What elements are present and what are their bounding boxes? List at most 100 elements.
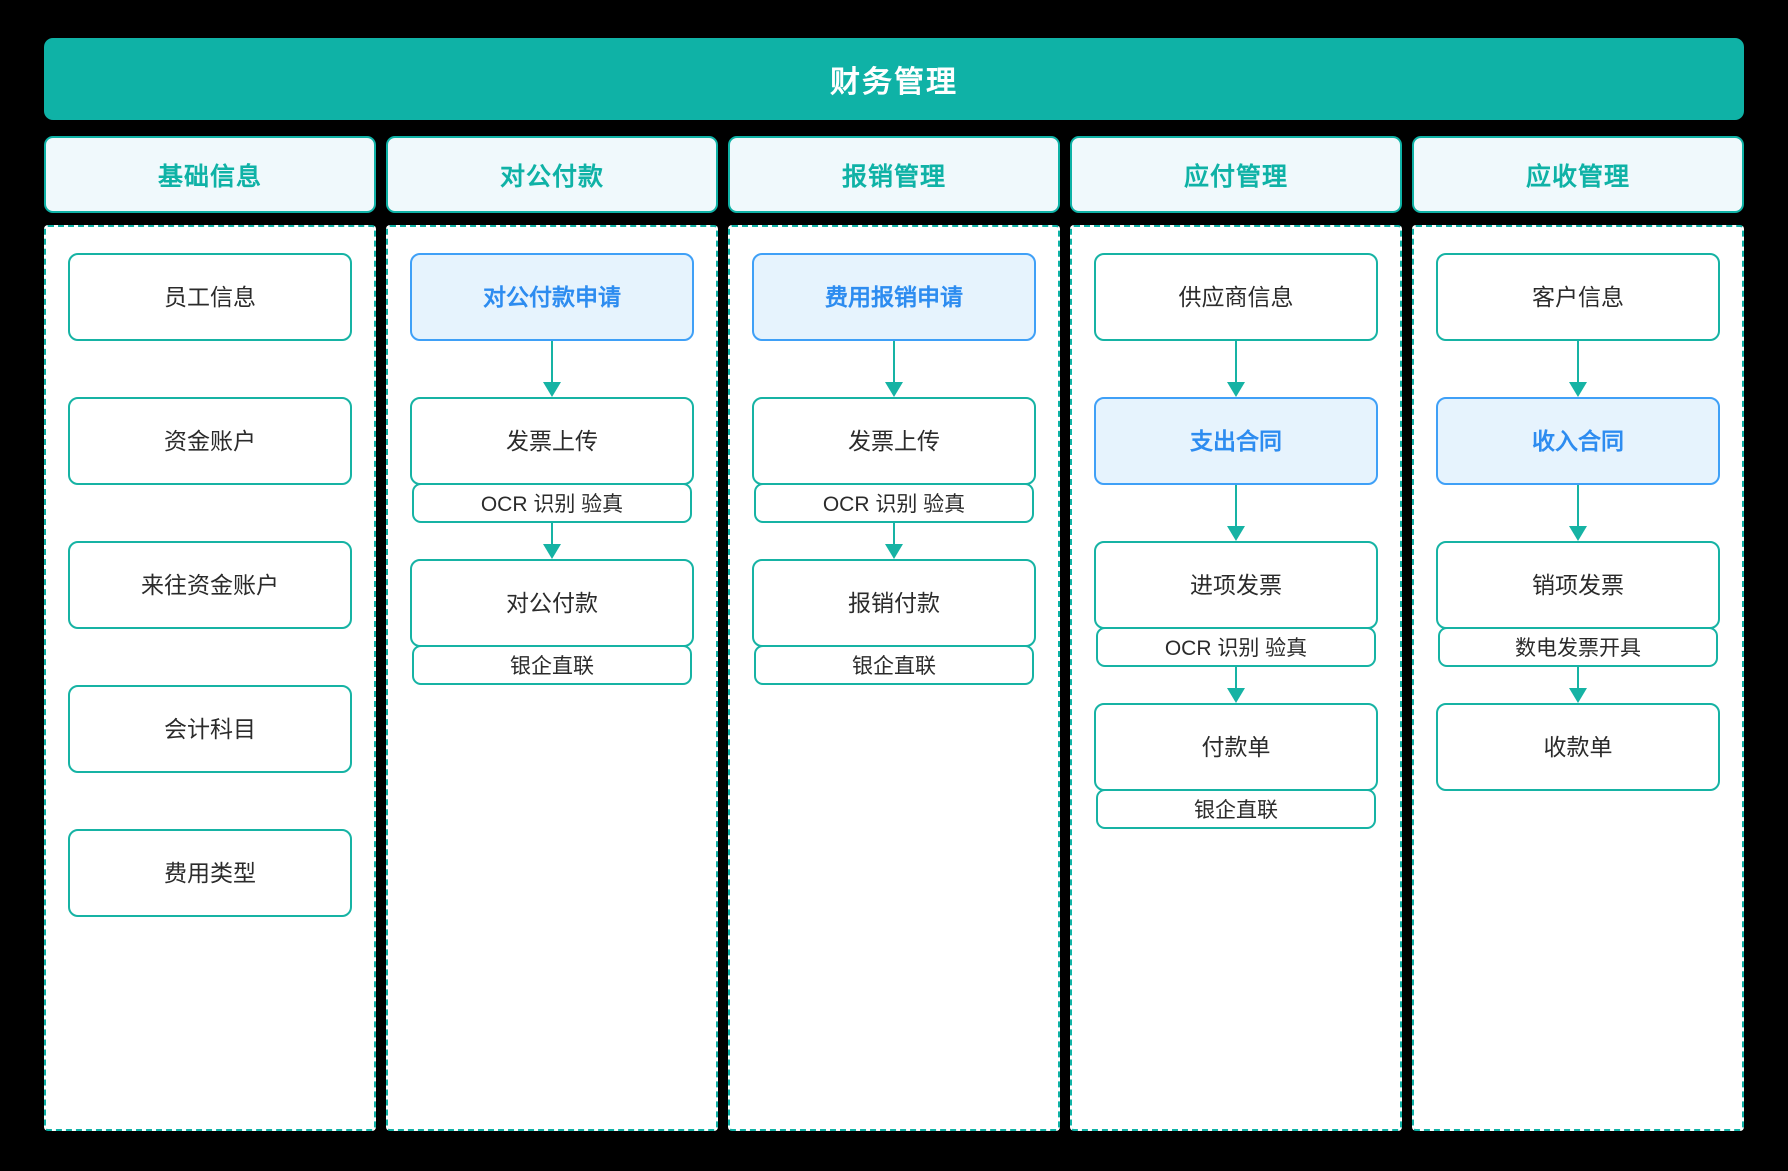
flow-node-label: 发票上传 [506,427,598,454]
node-badge[interactable]: 银企直联 [754,645,1034,685]
column-header-5[interactable]: 应收管理 [1412,136,1744,213]
arrow-head-icon [1227,382,1245,397]
node-group: 销项发票数电发票开具 [1436,541,1720,667]
flow-node[interactable]: 客户信息 [1436,253,1720,341]
node-badge-label: 银企直联 [852,655,936,678]
node-group: 对公付款申请 [410,253,694,341]
column-1: 基础信息员工信息资金账户来往资金账户会计科目费用类型 [44,136,376,1131]
flow-node[interactable]: 员工信息 [68,253,352,341]
flow-node[interactable]: 报销付款 [752,559,1036,647]
flow-node-label: 发票上传 [848,427,940,454]
arrow-shaft [551,341,553,383]
column-header-label: 基础信息 [157,162,262,191]
arrow-head-icon [543,382,561,397]
column-body-4: 供应商信息支出合同进项发票 OCR 识别 验真付款单银企直联 [1070,225,1402,1131]
column-header-1[interactable]: 基础信息 [44,136,376,213]
flow-node[interactable]: 销项发票 [1436,541,1720,629]
flow-arrow-down [1569,485,1587,541]
column-body-5: 客户信息收入合同销项发票数电发票开具收款单 [1412,225,1744,1131]
node-badge-label: 数电发票开具 [1515,637,1641,660]
columns-container: 基础信息员工信息资金账户来往资金账户会计科目费用类型对公付款对公付款申请发票上传… [44,136,1744,1131]
flow-arrow-down [543,523,561,559]
column-body-1: 员工信息资金账户来往资金账户会计科目费用类型 [44,225,376,1131]
flow-node-label: 资金账户 [164,427,256,454]
flow-node-highlighted[interactable]: 支出合同 [1094,397,1378,485]
node-group: 来往资金账户 [68,541,352,629]
column-header-2[interactable]: 对公付款 [386,136,718,213]
flow-arrow-down [543,341,561,397]
flow-node[interactable]: 资金账户 [68,397,352,485]
node-badge-label: OCR 识别 验真 [822,493,966,516]
arrow-shaft [893,341,895,383]
column-header-label: 报销管理 [841,162,946,191]
flow-node-label: 会计科目 [164,715,256,742]
flow-node-label: 对公付款申请 [483,283,621,310]
node-group: 收入合同 [1436,397,1720,485]
node-badge[interactable]: 银企直联 [1096,789,1376,829]
column-header-label: 对公付款 [499,162,604,191]
flow-node[interactable]: 费用类型 [68,829,352,917]
diagram-title-bar: 财务管理 [44,38,1744,120]
flow-node[interactable]: 来往资金账户 [68,541,352,629]
arrow-shaft [1235,667,1237,689]
arrow-shaft [551,523,553,545]
flow-node[interactable]: 发票上传 [752,397,1036,485]
column-header-label: 应收管理 [1525,162,1630,191]
flow-node[interactable]: 会计科目 [68,685,352,773]
flow-node[interactable]: 付款单 [1094,703,1378,791]
arrow-head-icon [1227,526,1245,541]
flow-node-label: 收款单 [1543,733,1613,760]
arrow-head-icon [885,382,903,397]
column-body-2: 对公付款申请发票上传 OCR 识别 验真对公付款银企直联 [386,225,718,1131]
node-badge-label: OCR 识别 验真 [1164,637,1308,660]
column-header-4[interactable]: 应付管理 [1070,136,1402,213]
node-group: 对公付款银企直联 [410,559,694,685]
node-badge[interactable]: OCR 识别 验真 [412,483,692,523]
flow-node-label: 客户信息 [1532,283,1624,310]
flow-node[interactable]: 进项发票 [1094,541,1378,629]
flow-node-label: 报销付款 [848,589,940,616]
node-badge-label: 银企直联 [1194,799,1278,822]
column-4: 应付管理供应商信息支出合同进项发票 OCR 识别 验真付款单银企直联 [1070,136,1402,1131]
arrow-head-icon [543,544,561,559]
node-group: 客户信息 [1436,253,1720,341]
arrow-head-icon [1227,688,1245,703]
flow-arrow-down [885,523,903,559]
arrow-shaft [1577,341,1579,383]
flow-node[interactable]: 供应商信息 [1094,253,1378,341]
flow-node-label: 来往资金账户 [141,571,279,598]
node-badge[interactable]: OCR 识别 验真 [1096,627,1376,667]
node-group: 发票上传 OCR 识别 验真 [410,397,694,523]
flow-node[interactable]: 收款单 [1436,703,1720,791]
flow-node-label: 费用报销申请 [825,283,963,310]
node-badge[interactable]: OCR 识别 验真 [754,483,1034,523]
arrow-shaft [1235,485,1237,527]
node-badge[interactable]: 数电发票开具 [1438,627,1718,667]
page-title: 财务管理 [830,66,958,99]
node-group: 会计科目 [68,685,352,773]
flow-node-highlighted[interactable]: 费用报销申请 [752,253,1036,341]
flow-arrow-down [1227,667,1245,703]
flow-node-highlighted[interactable]: 对公付款申请 [410,253,694,341]
flow-node-label: 员工信息 [164,283,256,310]
flow-node-highlighted[interactable]: 收入合同 [1436,397,1720,485]
flow-arrow-down [1227,485,1245,541]
column-3: 报销管理费用报销申请发票上传 OCR 识别 验真报销付款银企直联 [728,136,1060,1131]
node-badge[interactable]: 银企直联 [412,645,692,685]
flow-node[interactable]: 对公付款 [410,559,694,647]
flow-node-label: 收入合同 [1532,427,1624,454]
column-5: 应收管理客户信息收入合同销项发票数电发票开具收款单 [1412,136,1744,1131]
arrow-head-icon [1569,688,1587,703]
flow-node-label: 付款单 [1201,733,1271,760]
arrow-shaft [893,523,895,545]
flow-arrow-down [1227,341,1245,397]
node-group: 费用类型 [68,829,352,917]
arrow-shaft [1577,667,1579,689]
flow-node[interactable]: 发票上传 [410,397,694,485]
node-badge-label: OCR 识别 验真 [480,493,624,516]
node-badge-label: 银企直联 [510,655,594,678]
column-header-3[interactable]: 报销管理 [728,136,1060,213]
node-group: 进项发票 OCR 识别 验真 [1094,541,1378,667]
column-body-3: 费用报销申请发票上传 OCR 识别 验真报销付款银企直联 [728,225,1060,1131]
